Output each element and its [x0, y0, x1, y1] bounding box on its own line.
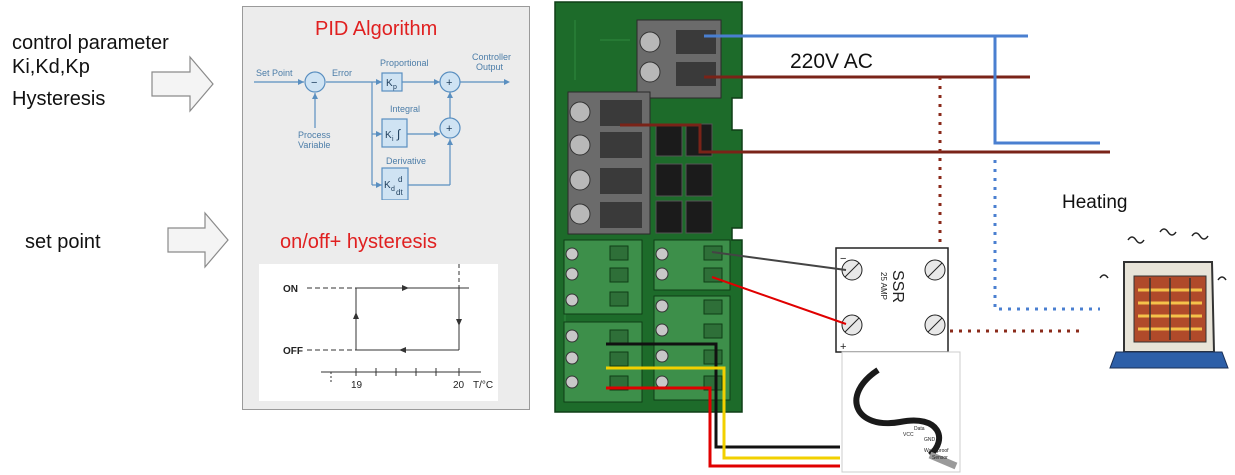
screw-4	[569, 134, 591, 156]
sensor-sensor: Sensor	[932, 455, 948, 461]
ssr-plus: +	[840, 341, 846, 353]
ssr-minus: −	[840, 253, 846, 265]
pid-controller-text: Controller	[472, 52, 511, 62]
hyst-off-label: OFF	[283, 346, 303, 357]
plus-sign-output: +	[446, 77, 452, 89]
arrow-control-input	[151, 55, 214, 113]
relay-5	[685, 163, 713, 197]
sensor-data: Data	[914, 426, 925, 432]
hyst-x2-label: 20	[453, 380, 465, 391]
hyst-on-label: ON	[283, 284, 298, 295]
pid-derivative-text: Derivative	[386, 156, 426, 166]
relay-2	[655, 163, 683, 197]
ssr-rating: 25 AMP	[879, 272, 888, 300]
set-point-label: set point	[25, 231, 101, 253]
hysteresis-title: on/off+ hysteresis	[280, 231, 437, 253]
ac-label: 220V AC	[790, 50, 873, 73]
gains-label: Ki,Kd,Kp	[12, 56, 90, 78]
svg-text:p: p	[393, 84, 397, 91]
heater-brown-wire	[620, 123, 1110, 154]
heater-icon	[1099, 228, 1229, 369]
ki-block	[381, 118, 408, 148]
ki-symbol: K	[385, 130, 392, 141]
sensor-gnd: GND	[924, 437, 936, 443]
hyst-x1-label: 19	[351, 380, 363, 391]
screw-6	[569, 203, 591, 225]
integral-sign: ∫	[396, 127, 401, 141]
pid-title: PID Algorithm	[315, 18, 438, 40]
pid-setpoint-text: Set Point	[256, 68, 293, 78]
pid-variable-text: Variable	[298, 140, 330, 150]
pid-block-diagram: Set Point Error Proportional Integral De…	[254, 52, 511, 200]
sensor-vcc: VCC	[903, 432, 914, 438]
heating-label: Heating	[1062, 192, 1128, 213]
screw-1	[639, 31, 661, 53]
sum-junction-error	[304, 71, 326, 93]
svg-text:d: d	[398, 175, 402, 184]
ssr-red-wire	[711, 276, 847, 325]
screw-2	[639, 61, 661, 83]
screw-5	[569, 169, 591, 191]
relay-3	[655, 200, 683, 234]
svg-text:i: i	[392, 136, 394, 143]
ac-blue-vertical	[993, 36, 1100, 145]
pid-proportional-text: Proportional	[380, 58, 429, 68]
screw-3	[569, 101, 591, 123]
hysteresis-chart: ON OFF 19 20 T/°C	[259, 264, 498, 401]
kp-symbol: K	[386, 78, 393, 89]
sensor-waterproof: Waterproof	[924, 448, 949, 454]
minus-sign: −	[311, 77, 317, 89]
svg-text:d: d	[391, 186, 395, 193]
svg-text:dt: dt	[396, 188, 403, 197]
hyst-unit-label: T/°C	[473, 380, 493, 391]
hysteresis-label: Hysteresis	[12, 88, 106, 110]
kd-symbol: K	[384, 180, 391, 191]
sum-junction-inner	[439, 117, 461, 139]
sensor-black-wire	[606, 342, 840, 449]
ssr-gray-wire	[711, 251, 847, 271]
ssr-name: SSR	[889, 270, 906, 303]
sensor-yellow-wire	[606, 366, 840, 460]
dotted-blue-wire	[993, 160, 1100, 311]
pid-error-text: Error	[332, 68, 352, 78]
pid-process-text: Process	[298, 130, 331, 140]
pid-output-text: Output	[476, 62, 504, 72]
temperature-sensor	[841, 351, 961, 473]
control-parameter-label: control parameter	[12, 32, 169, 54]
relay-1	[655, 123, 683, 157]
plus-sign-inner: +	[446, 123, 452, 135]
sensor-red-wire	[606, 386, 840, 468]
relay-6	[685, 200, 713, 234]
arrow-setpoint-input	[167, 211, 229, 269]
kd-block	[381, 167, 409, 200]
pid-integral-text: Integral	[390, 104, 420, 114]
